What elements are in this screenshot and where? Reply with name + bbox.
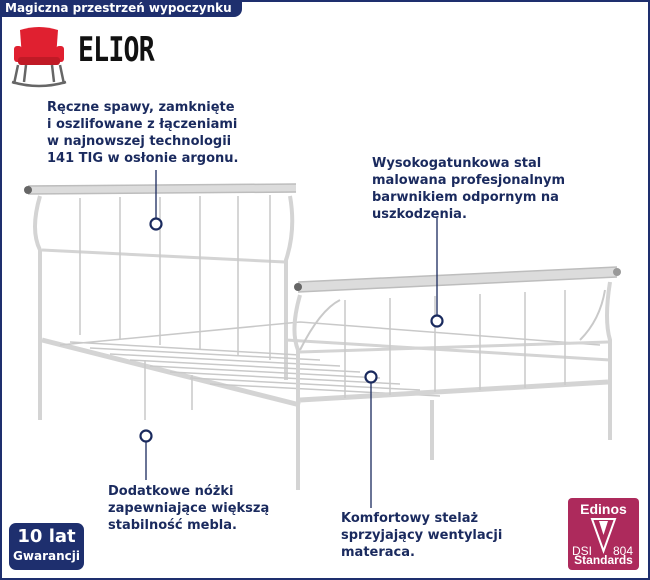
- callout-frame: Komfortowy stelaż sprzyjający wentylacji…: [341, 510, 502, 561]
- warranty-badge: 10 lat Gwarancji: [9, 523, 84, 570]
- callout-line: sprzyjający wentylacji: [341, 528, 503, 543]
- callout-legs: Dodatkowe nóżki zapewniające większą sta…: [108, 483, 269, 534]
- callout-line: 141 TIG w osłonie argonu.: [47, 151, 239, 166]
- callout-line: Ręczne spawy, zamknięte: [47, 100, 235, 115]
- chair-icon: [11, 27, 67, 88]
- warranty-label: Gwarancji: [13, 549, 80, 563]
- edinos-code-left: DSI: [572, 544, 592, 557]
- tagline-tab: Magiczna przestrzeń wypoczynku: [0, 0, 242, 17]
- callout-line: stabilność mebla.: [108, 518, 237, 533]
- callout-welds: Ręczne spawy, zamknięte i oszlifowane z …: [47, 99, 238, 167]
- callout-line: barwnikiem odpornym na: [372, 190, 559, 205]
- callout-line: Wysokogatunkowa stal: [372, 156, 542, 171]
- edinos-badge: Edinos DSI 804 Standards: [568, 498, 639, 570]
- callout-line: uszkodzenia.: [372, 207, 467, 222]
- callout-line: zapewniające większą: [108, 501, 270, 516]
- callout-line: w najnowszej technologii: [47, 134, 232, 149]
- header-rule: [0, 0, 650, 2]
- brand-name: ELIOR: [78, 30, 155, 70]
- edinos-title: Edinos: [580, 501, 627, 517]
- edinos-code-right: 804: [613, 544, 633, 557]
- edinos-footer: Standards: [574, 553, 633, 567]
- callout-line: materaca.: [341, 545, 415, 560]
- callout-steel: Wysokogatunkowa stal malowana profesjona…: [372, 155, 565, 223]
- warranty-years: 10 lat: [17, 526, 76, 547]
- callout-line: Dodatkowe nóżki: [108, 484, 234, 499]
- callout-line: malowana profesjonalnym: [372, 173, 566, 188]
- callout-line: Komfortowy stelaż: [341, 511, 479, 526]
- edinos-mark-icon: DSI 804: [572, 518, 633, 557]
- callout-line: i oszlifowane z łączeniami: [47, 117, 238, 132]
